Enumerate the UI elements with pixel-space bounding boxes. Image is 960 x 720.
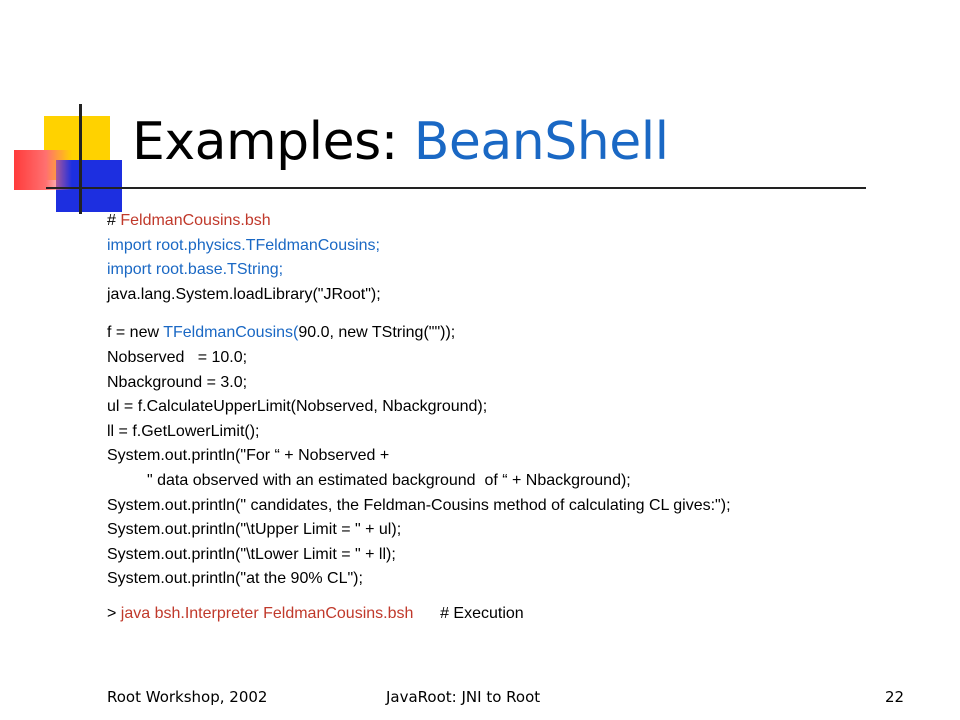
slide-number: 22 <box>885 688 905 706</box>
decor-red-square <box>14 150 72 190</box>
code-line-new-instance: f = new TFeldmanCousins(90.0, new TStrin… <box>107 321 927 346</box>
code-line-print-2: System.out.println(" candidates, the Fel… <box>107 496 731 514</box>
exec-comment: # Execution <box>413 604 524 622</box>
new-prefix: f = new <box>107 324 164 342</box>
title-plain: Examples: <box>132 112 414 172</box>
code-line-print-3: System.out.println("\tUpper Limit = " + … <box>107 521 402 539</box>
new-args: 90.0, new TString("")); <box>298 324 456 342</box>
code-line-execution: > java bsh.Interpreter FeldmanCousins.bs… <box>107 602 927 627</box>
comment-prefix: # <box>107 212 121 229</box>
code-line-print-4: System.out.println("\tLower Limit = " + … <box>107 545 396 563</box>
code-line-nobserved: Nobserved = 10.0; <box>107 348 248 366</box>
comment-filename: FeldmanCousins.bsh <box>120 212 271 229</box>
slide-title: Examples: BeanShell <box>132 112 669 172</box>
code-block: # FeldmanCousins.bsh import root.physics… <box>107 209 927 627</box>
code-gap-line <box>107 592 927 602</box>
code-line-print-5: System.out.println("at the 90% CL"); <box>107 570 363 588</box>
code-line-import-1: import root.physics.TFeldmanCousins; <box>107 236 380 254</box>
title-underline <box>46 187 866 189</box>
code-line-print-1: System.out.println("For “ + Nobserved + <box>107 447 390 465</box>
new-class-name: TFeldmanCousins( <box>163 324 299 342</box>
code-line-import-2: import root.base.TString; <box>107 261 284 279</box>
code-blank-line <box>107 307 927 321</box>
footer-workshop: Root Workshop, 2002 <box>107 688 268 706</box>
code-line-lower-limit: ll = f.GetLowerLimit(); <box>107 422 260 440</box>
code-line-comment: # FeldmanCousins.bsh <box>107 209 927 234</box>
code-line-print-1-continued: " data observed with an estimated backgr… <box>107 471 631 489</box>
title-highlight: BeanShell <box>413 112 669 172</box>
code-line-nbackground: Nbackground = 3.0; <box>107 373 248 391</box>
code-line-loadlibrary: java.lang.System.loadLibrary("JRoot"); <box>107 285 381 303</box>
footer-title: JavaRoot: JNI to Root <box>386 688 541 706</box>
exec-prompt: > <box>107 604 121 622</box>
decor-vertical-line <box>79 104 82 214</box>
code-line-upper-limit: ul = f.CalculateUpperLimit(Nobserved, Nb… <box>107 398 488 416</box>
exec-command: java bsh.Interpreter FeldmanCousins.bsh <box>120 604 414 622</box>
